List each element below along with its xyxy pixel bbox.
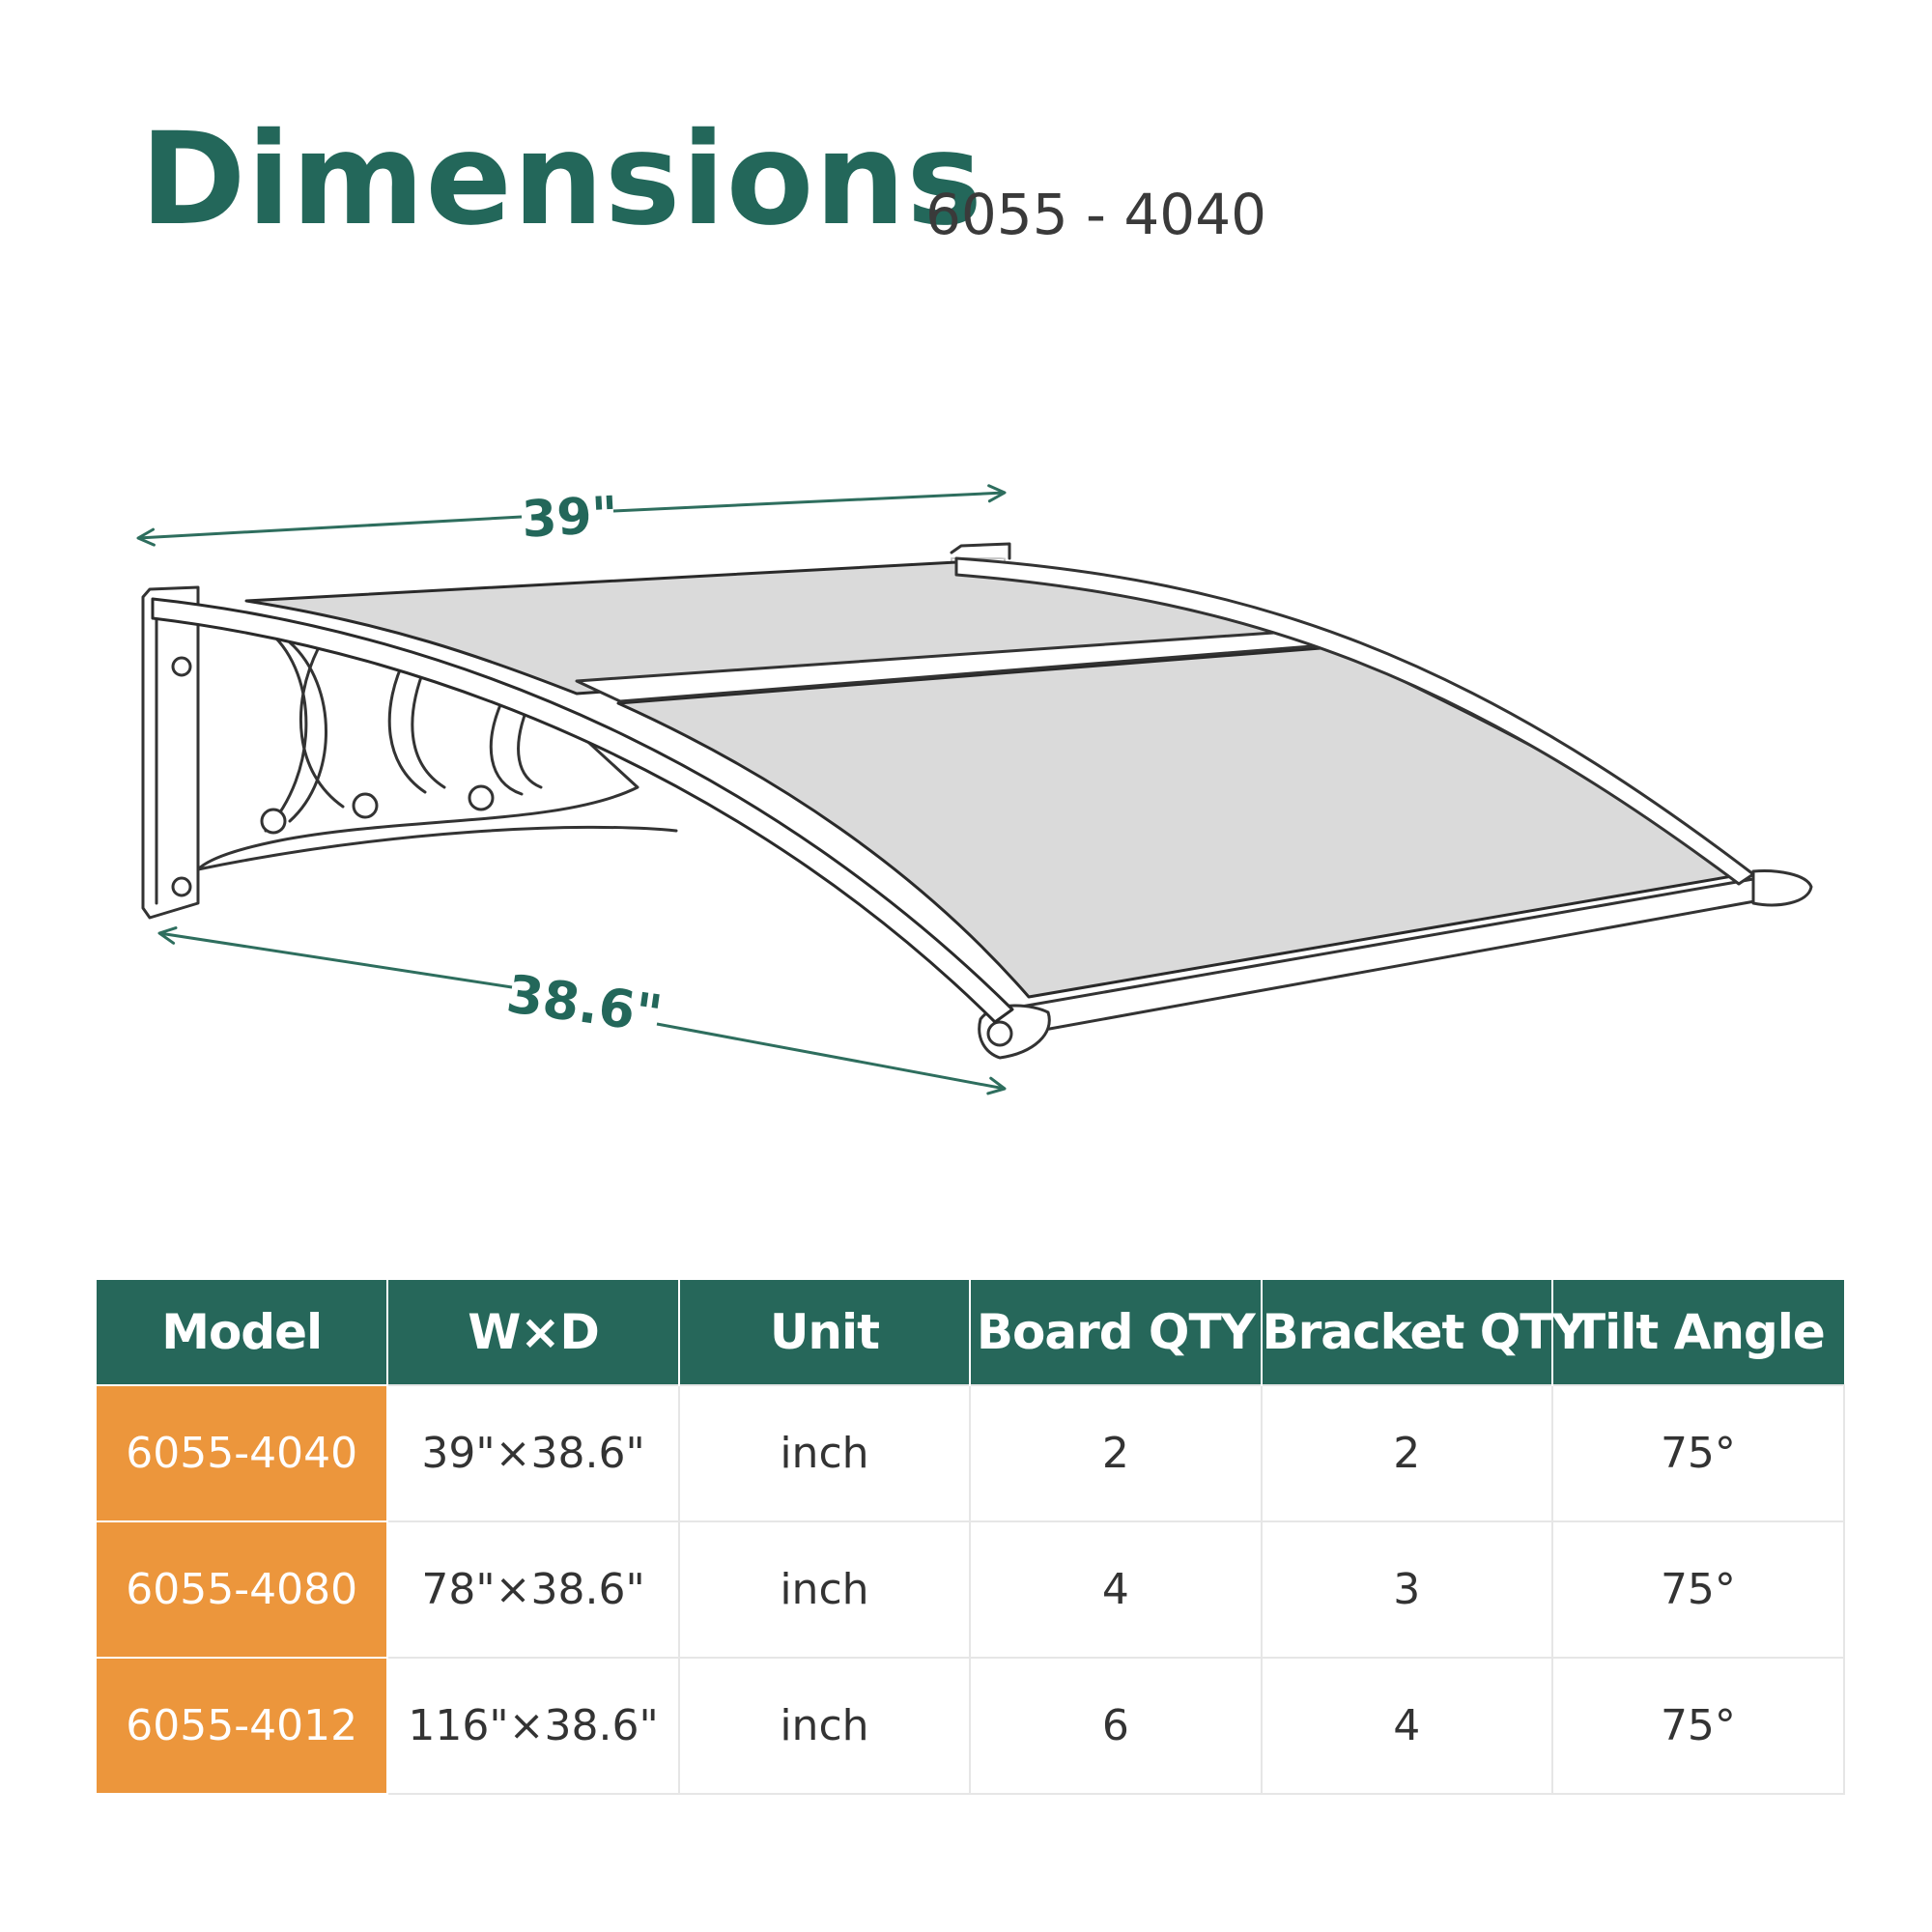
canopy-drawing xyxy=(141,542,1813,1060)
canopy-diagram: 39" 38.6" xyxy=(136,484,1813,1095)
cell-model: 6055-4080 xyxy=(97,1520,389,1659)
header-tilt-angle: Tilt Angle xyxy=(1551,1280,1844,1385)
cell-board-qty: 2 xyxy=(969,1384,1263,1522)
front-rail-cap-right xyxy=(1751,869,1813,907)
cell-tilt-angle: 75° xyxy=(1550,1384,1846,1522)
left-arm xyxy=(151,597,1014,1024)
depth-label: 38.6" xyxy=(503,963,667,1045)
cell-unit: inch xyxy=(677,1657,972,1795)
header-wxd: W×D xyxy=(387,1280,680,1385)
header-unit: Unit xyxy=(678,1280,972,1385)
cell-wxd: 78"×38.6" xyxy=(386,1520,680,1659)
cell-model: 6055-4012 xyxy=(97,1657,389,1795)
header-board-qty: Board QTY xyxy=(970,1280,1263,1385)
table-header-row: Model W×D Unit Board QTY Bracket QTY Til… xyxy=(97,1280,1844,1385)
cell-unit: inch xyxy=(677,1520,972,1659)
page-title: Dimensions xyxy=(140,105,983,254)
cell-wxd: 116"×38.6" xyxy=(386,1657,680,1795)
cell-bracket-qty: 2 xyxy=(1260,1384,1553,1522)
cell-wxd: 39"×38.6" xyxy=(386,1384,680,1522)
depth-dimension: 38.6" xyxy=(157,926,1007,1095)
width-label: 39" xyxy=(521,486,619,549)
header-bracket-qty: Bracket QTY xyxy=(1261,1280,1587,1385)
model-code: 6055 - 4040 xyxy=(925,182,1267,247)
cell-tilt-angle: 75° xyxy=(1550,1520,1846,1659)
table-row: 6055-4012 116"×38.6" inch 6 4 75° xyxy=(97,1657,1846,1795)
table-row: 6055-4080 78"×38.6" inch 4 3 75° xyxy=(97,1520,1846,1659)
width-arrow-left xyxy=(136,515,523,547)
cell-bracket-qty: 4 xyxy=(1260,1657,1553,1795)
panel-front xyxy=(616,645,1746,999)
cell-board-qty: 4 xyxy=(969,1520,1263,1659)
cell-tilt-angle: 75° xyxy=(1550,1657,1846,1795)
width-dimension: 39" xyxy=(136,484,1007,550)
right-arm xyxy=(954,556,1755,886)
table-row: 6055-4040 39"×38.6" inch 2 2 75° xyxy=(97,1384,1846,1522)
header-model: Model xyxy=(97,1280,389,1385)
cell-board-qty: 6 xyxy=(969,1657,1263,1795)
cell-unit: inch xyxy=(677,1384,972,1522)
depth-arrow-left xyxy=(157,926,513,989)
width-arrow-right xyxy=(612,484,1007,513)
cell-model: 6055-4040 xyxy=(97,1384,389,1522)
spec-table: Model W×D Unit Board QTY Bracket QTY Til… xyxy=(97,1280,1846,1795)
cell-bracket-qty: 3 xyxy=(1260,1520,1553,1659)
depth-arrow-right xyxy=(656,1022,1007,1095)
wall-plate xyxy=(141,585,200,920)
